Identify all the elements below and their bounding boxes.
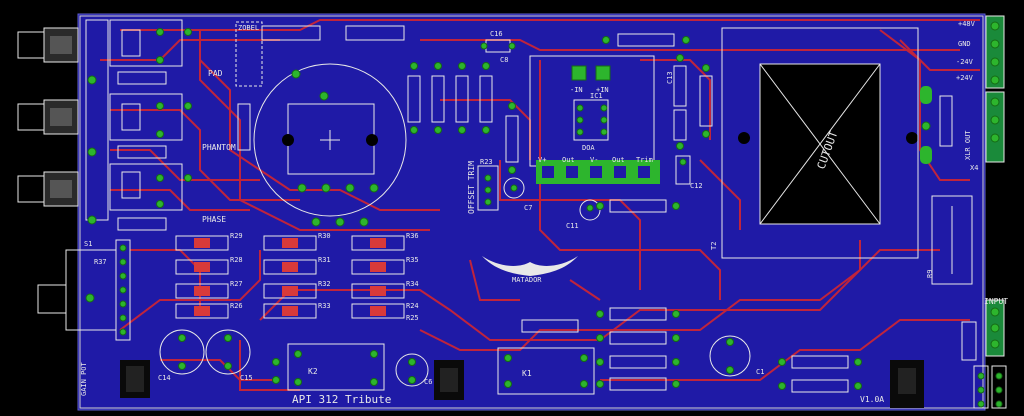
label-r32: R32 (318, 280, 331, 288)
label-pad: PAD (208, 69, 223, 78)
label-p24v: +24V (956, 74, 974, 82)
label-r34: R34 (406, 280, 419, 288)
label-c13: C13 (666, 71, 674, 84)
relay-k2 (272, 343, 385, 391)
output-transformer (721, 27, 919, 259)
relay-k1 (497, 347, 595, 395)
label-c15: C15 (240, 374, 253, 382)
label-in-plus: +IN (596, 86, 609, 94)
jack-bank (17, 27, 117, 331)
mount-hole-1 (738, 132, 750, 144)
logo-text: MATADOR (512, 276, 542, 284)
big-caps (120, 329, 251, 398)
label-zobel: ZOBEL (238, 24, 259, 32)
label-r25: R25 (406, 314, 419, 322)
label-opamp-pin-3: V- (590, 156, 598, 164)
label-r26: R26 (230, 302, 243, 310)
label-opamp-pin-4: Out (612, 156, 625, 164)
input-connector (961, 299, 1005, 361)
label-r23: R23 (480, 158, 493, 166)
label-r37: R37 (94, 258, 107, 266)
label-t2: T2 (710, 242, 718, 250)
label-r9: R9 (926, 270, 934, 278)
label-offset-trim: OFFSET TRIM (467, 161, 476, 214)
resistor-column-right (596, 33, 713, 213)
label-ic1: IC1 (590, 92, 603, 100)
label-c12: C12 (690, 182, 703, 190)
mount-hole-2 (906, 132, 918, 144)
label-opamp-pin-2: Out (562, 156, 575, 164)
label-in-minus: -IN (570, 86, 583, 94)
label-48v: +48V (958, 20, 976, 28)
label-opamp-pin-1: V+ (538, 156, 546, 164)
label-r24: R24 (406, 302, 419, 310)
label-c11: C11 (566, 222, 579, 230)
label-c6: C6 (424, 378, 432, 386)
label-c7: C7 (524, 204, 532, 212)
offset-trim (477, 165, 525, 211)
resistor-array (175, 235, 405, 319)
label-c14: C14 (158, 374, 171, 382)
board-title: API 312 Tribute (292, 393, 391, 406)
cutout (759, 63, 881, 225)
jack-2 (17, 99, 79, 135)
switch-blocks (85, 19, 183, 221)
matador-logo (482, 256, 578, 276)
label-phase: PHASE (202, 215, 226, 224)
resistors-bottom-mid (521, 307, 862, 393)
r9-block (931, 195, 973, 285)
cap-c6 (395, 353, 429, 387)
pcb-outline (79, 15, 984, 409)
label-c16: C16 (490, 30, 503, 38)
label-s1: S1 (84, 240, 92, 248)
label-c1: C1 (756, 368, 764, 376)
label-r27: R27 (230, 280, 243, 288)
label-gnd: GND (958, 40, 971, 48)
label-c8: C8 (500, 56, 508, 64)
label-xlr-out: XLR OUT (964, 130, 972, 160)
resistor-group-left (117, 25, 405, 231)
label-input: INPUT (984, 297, 1008, 306)
cap-c12 (675, 155, 691, 185)
power-terminal (985, 15, 1005, 163)
rotary-header (85, 239, 131, 341)
label-doa: DOA (582, 144, 595, 152)
header-bottom-right (973, 365, 1007, 409)
label-k2: K2 (308, 367, 318, 376)
label-phantom: PHANTOM (202, 143, 236, 152)
opamp-socket (529, 55, 660, 184)
jack-3 (17, 171, 79, 207)
pads-left (87, 28, 192, 225)
label-k1: K1 (522, 369, 532, 378)
zobel-box (235, 21, 263, 87)
label-r35: R35 (406, 256, 419, 264)
resistor-column-mid (407, 62, 519, 174)
label-x4: X4 (970, 164, 978, 172)
label-opamp-pin-5: Trim (636, 156, 653, 164)
label-gain-pot: GAIN POT (80, 361, 88, 396)
xlr-out-block (920, 86, 953, 164)
label-r29: R29 (230, 232, 243, 240)
cap-c16 (480, 39, 516, 53)
cap-c1 (709, 335, 751, 377)
jack-1 (17, 27, 79, 63)
label-r28: R28 (230, 256, 243, 264)
board-version: V1.0A (860, 395, 884, 404)
label-r36: R36 (406, 232, 419, 240)
label-r33: R33 (318, 302, 331, 310)
label-m24v: -24V (956, 58, 974, 66)
label-r31: R31 (318, 256, 331, 264)
input-transformer (253, 63, 407, 227)
label-r30: R30 (318, 232, 331, 240)
